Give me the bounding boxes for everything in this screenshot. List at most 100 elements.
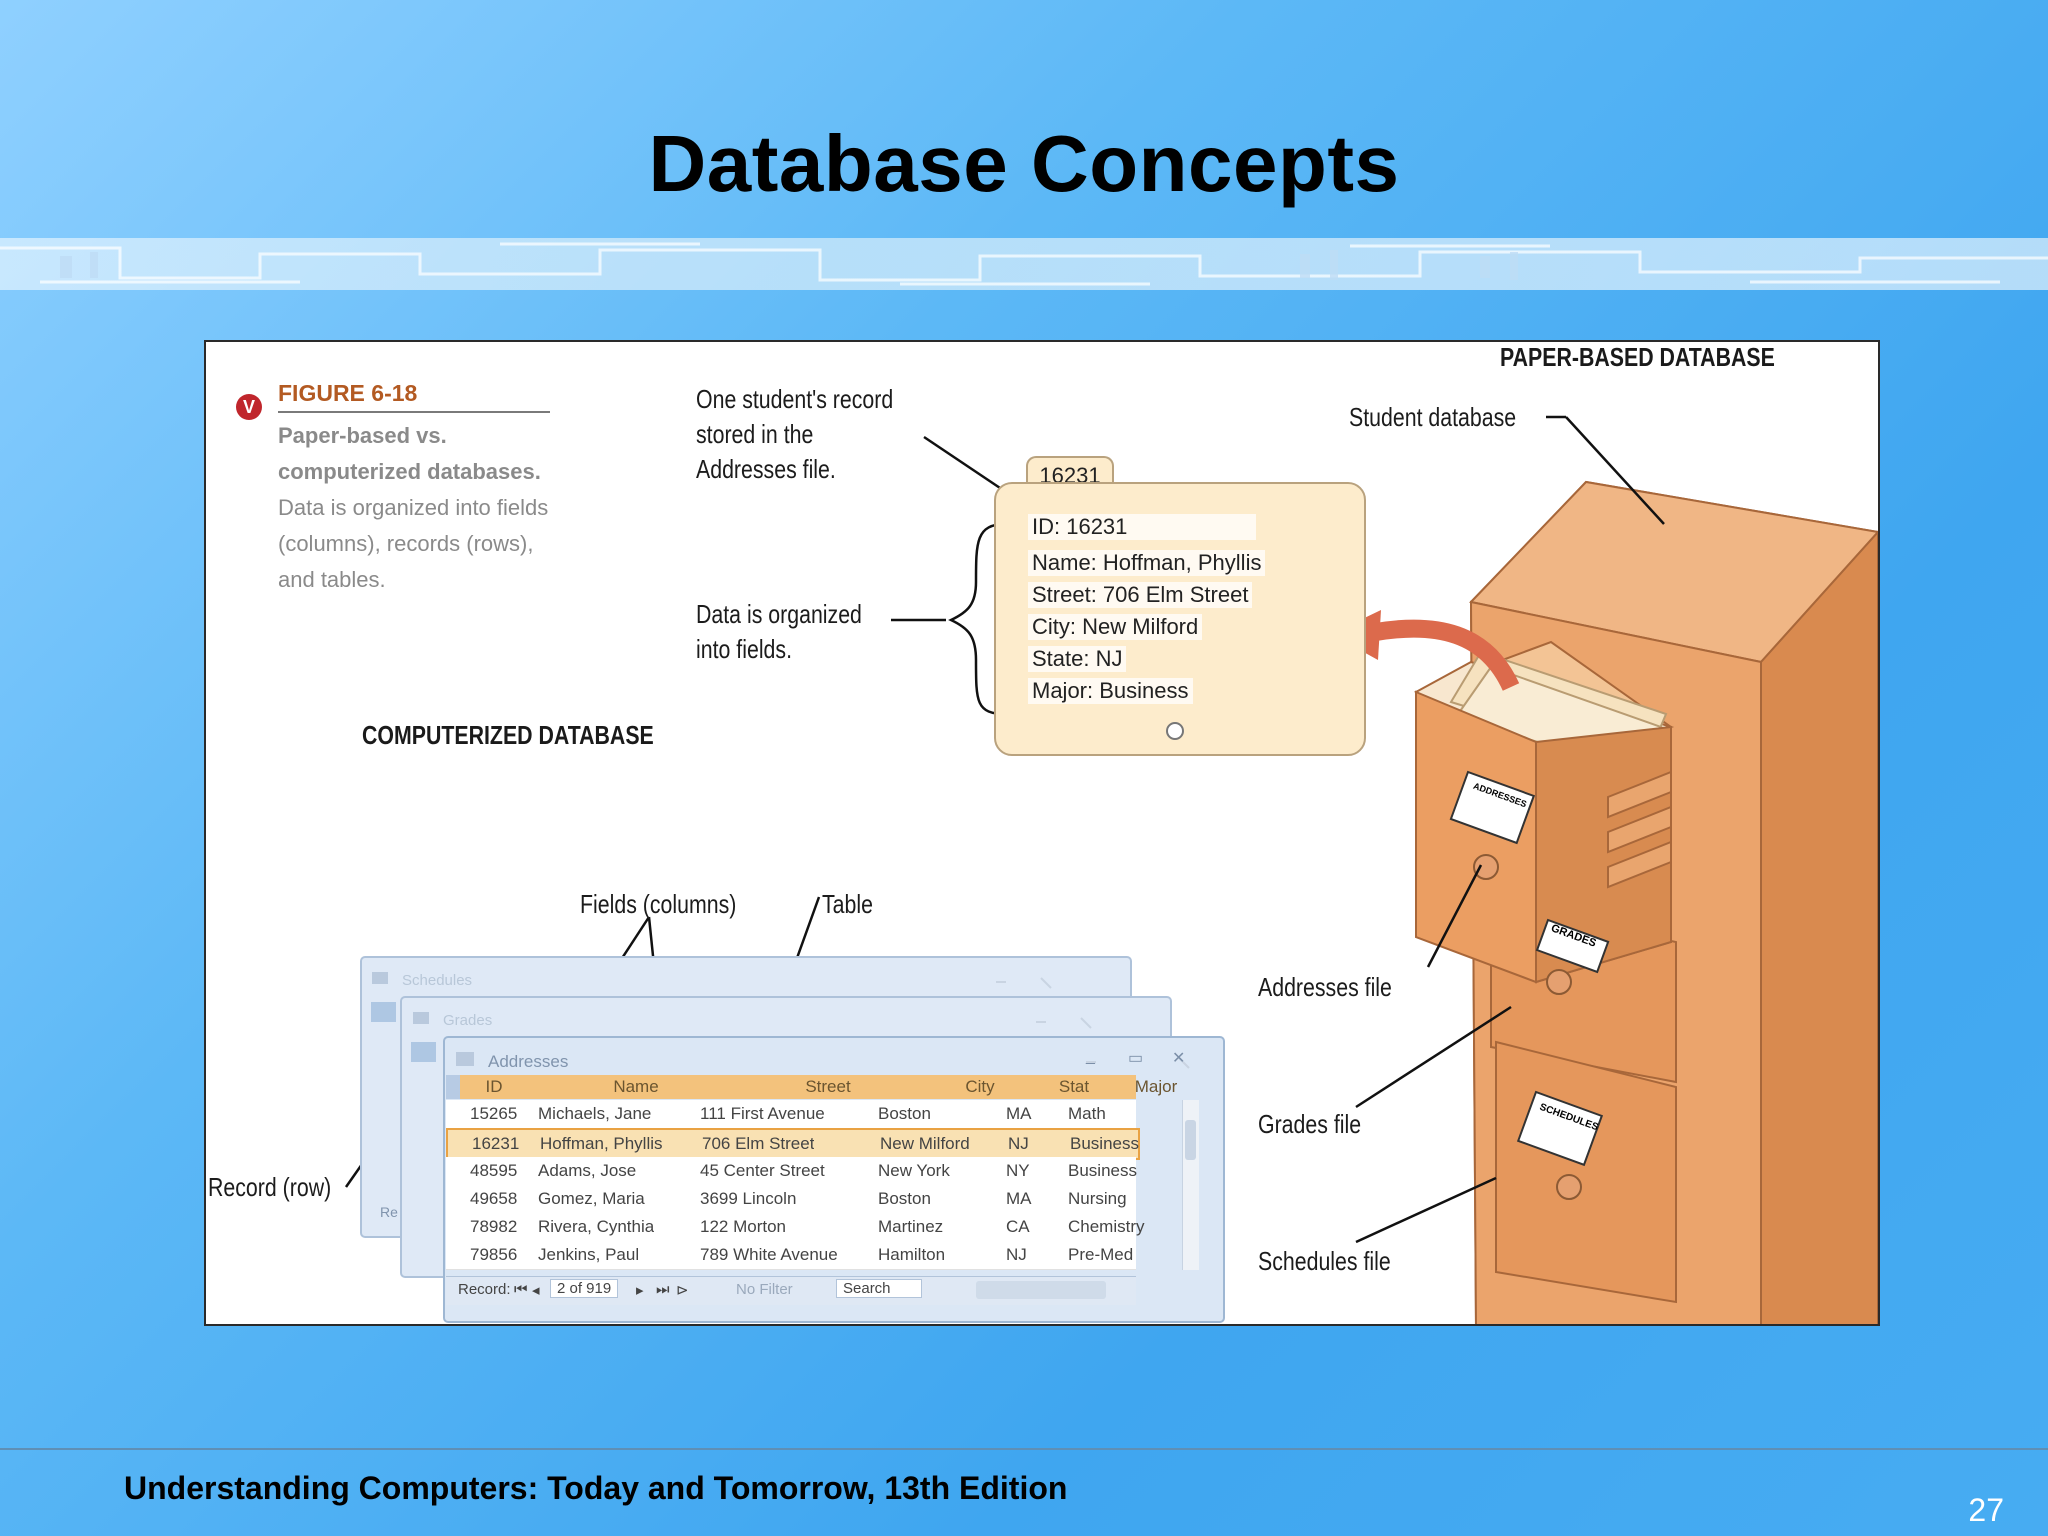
- record-navigator: Record: ⏮ ◂ 2 of 919 ▸ ⏭ ⊳ No Filter Sea…: [446, 1276, 1136, 1305]
- column-header-name[interactable]: Name: [613, 1077, 659, 1096]
- cell-major: Chemistry: [1068, 1217, 1145, 1236]
- card-field-city: City: New Milford: [1028, 614, 1203, 640]
- nav-record-label: Record:: [458, 1281, 511, 1298]
- cell-id: 78982: [470, 1217, 518, 1236]
- cell-state: MA: [1006, 1104, 1032, 1123]
- cell-state: NY: [1006, 1161, 1030, 1180]
- figure-caption-text: Data is organized into fields (columns),…: [278, 495, 549, 592]
- figure-caption-bold: Paper-based vs. computerized databases.: [278, 423, 541, 484]
- table-row[interactable]: 79856 Jenkins, Paul 789 White Avenue Ham…: [446, 1241, 1136, 1270]
- cell-id: 16231: [472, 1134, 520, 1153]
- cell-state: NJ: [1006, 1245, 1027, 1264]
- cell-city: Boston: [878, 1104, 931, 1123]
- column-header-major[interactable]: Major: [1134, 1077, 1178, 1096]
- cell-name: Jenkins, Paul: [538, 1245, 640, 1264]
- page-number: 27: [1968, 1492, 2004, 1528]
- cell-city: New York: [878, 1161, 950, 1180]
- nav-next-icon[interactable]: ▸: [636, 1282, 644, 1299]
- scrollbar-thumb[interactable]: [1185, 1120, 1196, 1160]
- cell-name: Gomez, Maria: [538, 1189, 645, 1208]
- cell-major: Business: [1070, 1134, 1139, 1153]
- nav-first-icon[interactable]: ⏮: [514, 1281, 528, 1298]
- cell-city: Martinez: [878, 1217, 944, 1236]
- card-field-street: Street: 706 Elm Street: [1028, 582, 1253, 608]
- footer-divider: [0, 1448, 2048, 1450]
- table-row[interactable]: 48595 Adams, Jose 45 Center Street New Y…: [446, 1157, 1137, 1186]
- window-maximize-icon[interactable]: ▭: [1128, 1050, 1144, 1067]
- callout-student-record-1: One student's record: [696, 384, 894, 414]
- paper-database-heading: PAPER-BASED DATABASE: [1500, 342, 1775, 372]
- figure-panel: V FIGURE 6-18 Paper-based vs. computeriz…: [204, 340, 1880, 1326]
- window-minimize-icon[interactable]: _: [1086, 1048, 1095, 1065]
- nav-prev-icon[interactable]: ◂: [532, 1282, 540, 1299]
- table-row[interactable]: 49658 Gomez, Maria 3699 Lincoln Boston M…: [446, 1185, 1136, 1214]
- cell-city: Boston: [878, 1189, 931, 1208]
- back-window-record-stub: Re: [380, 1204, 398, 1220]
- callout-schedules-file: Schedules file: [1258, 1246, 1391, 1276]
- callout-student-database: Student database: [1349, 402, 1517, 432]
- callout-fields-columns: Fields (columns): [580, 889, 737, 919]
- footer-book-title: Understanding Computers: Today and Tomor…: [124, 1470, 1068, 1506]
- cell-id: 49658: [470, 1189, 518, 1208]
- callout-grades-file: Grades file: [1258, 1109, 1362, 1139]
- cell-id: 48595: [470, 1161, 518, 1180]
- card-field-name: Name: Hoffman, Phyllis: [1028, 550, 1266, 576]
- cell-street: 3699 Lincoln: [700, 1189, 797, 1208]
- cell-name: Adams, Jose: [538, 1161, 637, 1180]
- nav-search-field[interactable]: Search: [836, 1279, 922, 1298]
- callout-fields-1: Data is organized: [696, 599, 862, 629]
- column-header-state[interactable]: Stat: [1058, 1077, 1090, 1096]
- callout-student-record-3: Addresses file.: [696, 454, 836, 484]
- callout-addresses-file: Addresses file: [1258, 972, 1392, 1002]
- slide-title: Database Concepts: [648, 119, 1400, 208]
- vertical-scrollbar[interactable]: [1182, 1100, 1199, 1270]
- cell-name: Rivera, Cynthia: [538, 1217, 655, 1236]
- cell-street: 789 White Avenue: [700, 1245, 838, 1264]
- callout-fields-2: into fields.: [696, 634, 793, 664]
- decorative-band: [0, 238, 2048, 290]
- card-field-id: ID: 16231: [1028, 514, 1256, 540]
- table-row[interactable]: 15265 Michaels, Jane 111 First Avenue Bo…: [446, 1100, 1136, 1129]
- cell-id: 79856: [470, 1245, 518, 1264]
- window-close-icon[interactable]: ✕: [1172, 1050, 1186, 1067]
- column-header-city[interactable]: City: [965, 1077, 995, 1096]
- column-header-id[interactable]: ID: [485, 1077, 503, 1096]
- table-row-selected[interactable]: 16231 Hoffman, Phyllis 706 Elm Street Ne…: [446, 1128, 1140, 1160]
- callout-record-row: Record (row): [208, 1172, 332, 1202]
- cell-major: Nursing: [1068, 1189, 1127, 1208]
- table-row[interactable]: 78982 Rivera, Cynthia 122 Morton Martine…: [446, 1213, 1145, 1242]
- card-hole: [1166, 722, 1184, 740]
- cell-name: Hoffman, Phyllis: [540, 1134, 663, 1153]
- figure-caption: Paper-based vs. computerized databases. …: [278, 418, 558, 598]
- table-header: ID Name Street City Stat Major: [446, 1075, 1177, 1099]
- nav-last-icon[interactable]: ⏭: [656, 1281, 670, 1298]
- select-all-corner[interactable]: [446, 1075, 460, 1099]
- window-title-schedules: Schedules: [402, 972, 473, 989]
- window-title-addresses: Addresses: [488, 1052, 569, 1071]
- nav-filter-button[interactable]: No Filter: [736, 1281, 793, 1298]
- card-field-major: Major: Business: [1028, 678, 1193, 704]
- card-field-state: State: NJ: [1028, 646, 1127, 672]
- cell-street: 122 Morton: [700, 1217, 786, 1236]
- computerized-database-heading: COMPUTERIZED DATABASE: [362, 720, 654, 750]
- cell-state: MA: [1006, 1189, 1032, 1208]
- cell-city: New Milford: [880, 1134, 970, 1153]
- horizontal-scrollbar[interactable]: [976, 1281, 1106, 1299]
- cell-city: Hamilton: [878, 1245, 946, 1264]
- nav-new-icon[interactable]: ⊳: [676, 1282, 689, 1299]
- cell-major: Math: [1068, 1104, 1106, 1123]
- callout-student-record-2: stored in the: [696, 419, 814, 449]
- cell-state: CA: [1006, 1217, 1030, 1236]
- callout-table: Table: [822, 889, 873, 919]
- window-title-grades: Grades: [443, 1012, 493, 1029]
- cell-street: 45 Center Street: [700, 1161, 825, 1180]
- column-header-street[interactable]: Street: [805, 1077, 851, 1096]
- cell-name: Michaels, Jane: [538, 1104, 652, 1123]
- cell-street: 706 Elm Street: [702, 1134, 815, 1153]
- nav-position-field[interactable]: 2 of 919: [550, 1279, 619, 1298]
- cell-state: NJ: [1008, 1134, 1029, 1153]
- figure-number: FIGURE 6-18: [278, 380, 550, 413]
- cell-major: Pre-Med: [1068, 1245, 1134, 1264]
- cell-id: 15265: [470, 1104, 518, 1123]
- cell-major: Business: [1068, 1161, 1137, 1180]
